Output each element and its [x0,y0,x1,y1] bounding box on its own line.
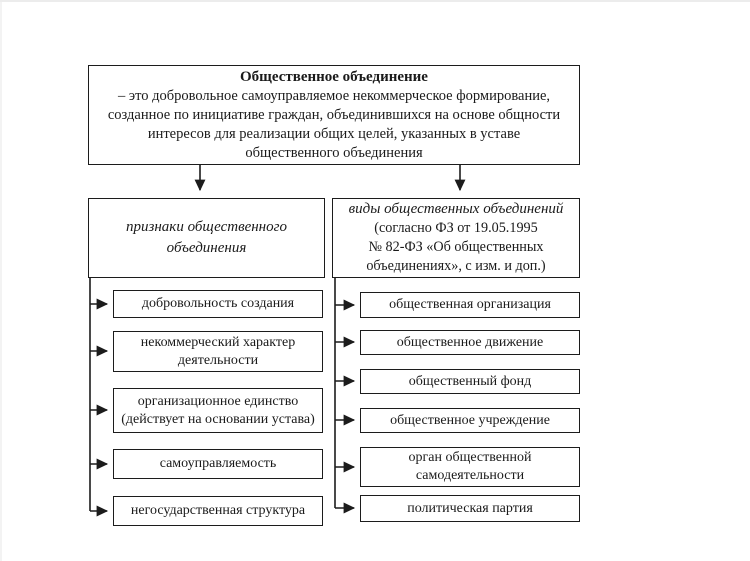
right-branch-header-title: виды общественных объединений [348,201,564,217]
definition-box: Общественное объединение – это доброволь… [88,65,580,165]
right-branch-item: орган общественной самодеятельности [360,447,580,487]
right-branch-item: общественное движение [360,330,580,355]
left-branch-item: самоуправляемость [113,449,323,479]
left-branch-item: негосударственная структура [113,496,323,526]
left-branch-header-label: признаки общественного объединения [126,219,287,256]
left-branch-header: признаки общественного объединения [88,198,325,278]
right-branch-item: общественное учреждение [360,408,580,433]
definition-title: Общественное объединение [240,68,428,85]
right-branch-header-note-line: № 82-ФЗ «Об общественных [368,239,544,255]
right-branch-header: виды общественных объединений (согласно … [332,198,580,278]
left-branch-item: организационное единство (действует на о… [113,388,323,433]
right-branch-header-note-line: (согласно ФЗ от 19.05.1995 [374,220,538,236]
right-branch-item: общественная организация [360,292,580,318]
right-branch-header-note-line: объединениях», с изм. и доп.) [366,258,546,274]
left-branch-item: добровольность создания [113,290,323,318]
left-branch-item: некоммерческий характер деятельности [113,331,323,372]
right-branch-item: общественный фонд [360,369,580,394]
definition-text: – это добровольное самоуправляемое неком… [107,87,561,161]
right-branch-item: политическая партия [360,495,580,522]
